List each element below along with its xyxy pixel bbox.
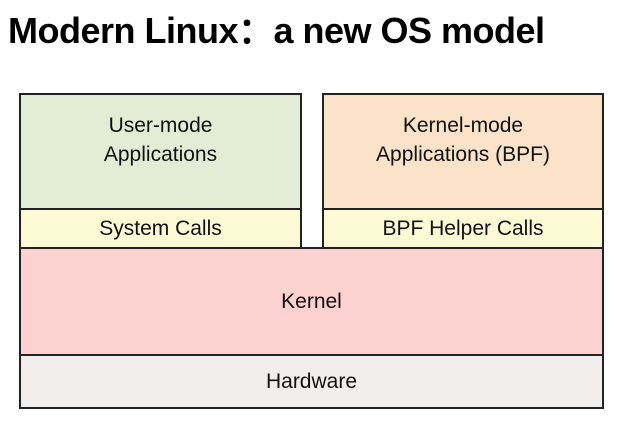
bpf-helper-calls-box: BPF Helper Calls xyxy=(322,208,604,249)
kernel-label: Kernel xyxy=(281,289,342,313)
os-model-diagram: User-mode Applications Kernel-mode Appli… xyxy=(19,93,604,409)
kernel-mode-applications-label-line1: Kernel-mode xyxy=(402,114,524,137)
hardware-label: Hardware xyxy=(265,369,358,393)
user-mode-applications-label-line1: User-mode xyxy=(108,114,213,137)
system-calls-label: System Calls xyxy=(99,216,222,240)
bpf-helper-calls-label: BPF Helper Calls xyxy=(382,216,544,240)
kernel-mode-applications-label-line2: Applications (BPF) xyxy=(376,143,550,166)
kernel-box: Kernel xyxy=(19,247,604,356)
system-calls-box: System Calls xyxy=(19,208,302,249)
hardware-box: Hardware xyxy=(19,354,604,409)
kernel-mode-applications-box: Kernel-mode Applications (BPF) xyxy=(322,93,604,210)
page-title: Modern Linux：a new OS model xyxy=(8,10,545,51)
user-mode-applications-label-line2: Applications xyxy=(103,143,218,166)
user-mode-applications-box: User-mode Applications xyxy=(19,93,302,210)
